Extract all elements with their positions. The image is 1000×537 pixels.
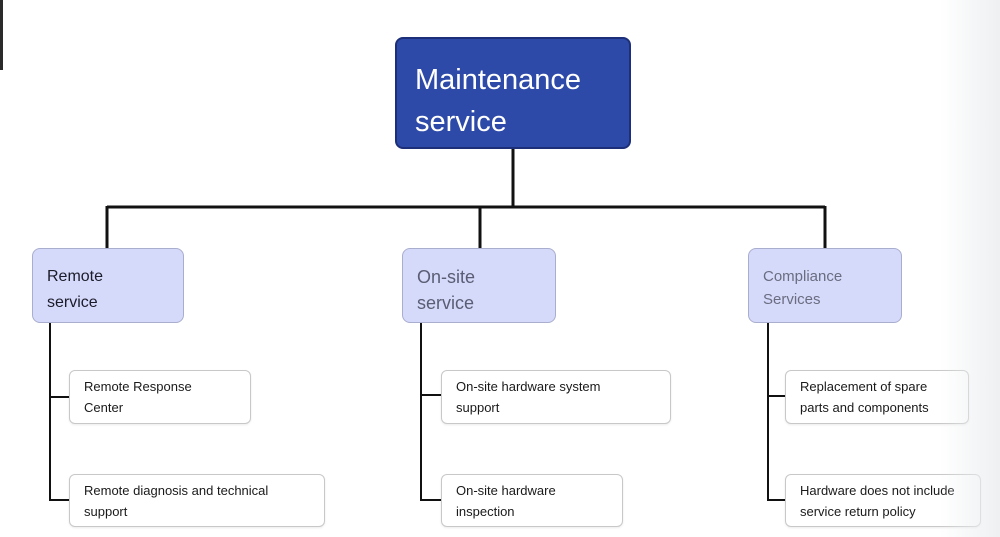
category-remote-service: Remote service — [32, 248, 184, 323]
item-label-line1: On-site hardware — [456, 483, 556, 498]
category-label-line2: Services — [763, 291, 821, 308]
item-onsite-hardware-system-support: On-site hardware system support — [441, 370, 671, 424]
item-label-line1: On-site hardware system — [456, 379, 601, 394]
item-label-line1: Remote Response — [84, 379, 192, 394]
category-label-line2: service — [47, 294, 98, 311]
category-label-line1: Remote — [47, 268, 104, 285]
root-node: Maintenance service — [395, 37, 631, 149]
item-label-line1: Remote diagnosis and technical — [84, 483, 269, 498]
category-label-line2: service — [417, 293, 475, 313]
item-label-line2: parts and components — [800, 400, 929, 415]
item-label-line2: inspection — [456, 504, 515, 519]
item-remote-response-center: Remote Response Center — [69, 370, 251, 424]
item-label-line2: support — [456, 400, 500, 415]
item-replacement-spare-parts: Replacement of spare parts and component… — [785, 370, 969, 424]
root-label-line2: service — [415, 106, 507, 138]
item-label-line2: service return policy — [800, 504, 916, 519]
left-edge-line — [0, 0, 3, 70]
remote-branch-2 — [49, 397, 69, 501]
category-label-line1: Compliance — [763, 268, 843, 285]
right-edge-fade — [940, 0, 1000, 537]
onsite-branch-2 — [420, 395, 441, 501]
item-remote-diagnosis: Remote diagnosis and technical support — [69, 474, 325, 527]
item-label-line1: Replacement of spare — [800, 379, 928, 394]
compliance-branch-2 — [767, 396, 785, 501]
item-label-line1: Hardware does not include — [800, 483, 955, 498]
category-compliance-services: Compliance Services — [748, 248, 902, 323]
item-onsite-hardware-inspection: On-site hardware inspection — [441, 474, 623, 527]
item-label-line2: Center — [84, 400, 124, 415]
onsite-branch-1 — [420, 323, 441, 396]
root-label-line1: Maintenance — [415, 64, 582, 96]
item-label-line2: support — [84, 504, 128, 519]
compliance-branch-1 — [767, 323, 785, 397]
remote-branch-1 — [49, 323, 69, 398]
category-onsite-service: On-site service — [402, 248, 556, 323]
category-label-line1: On-site — [417, 267, 476, 287]
